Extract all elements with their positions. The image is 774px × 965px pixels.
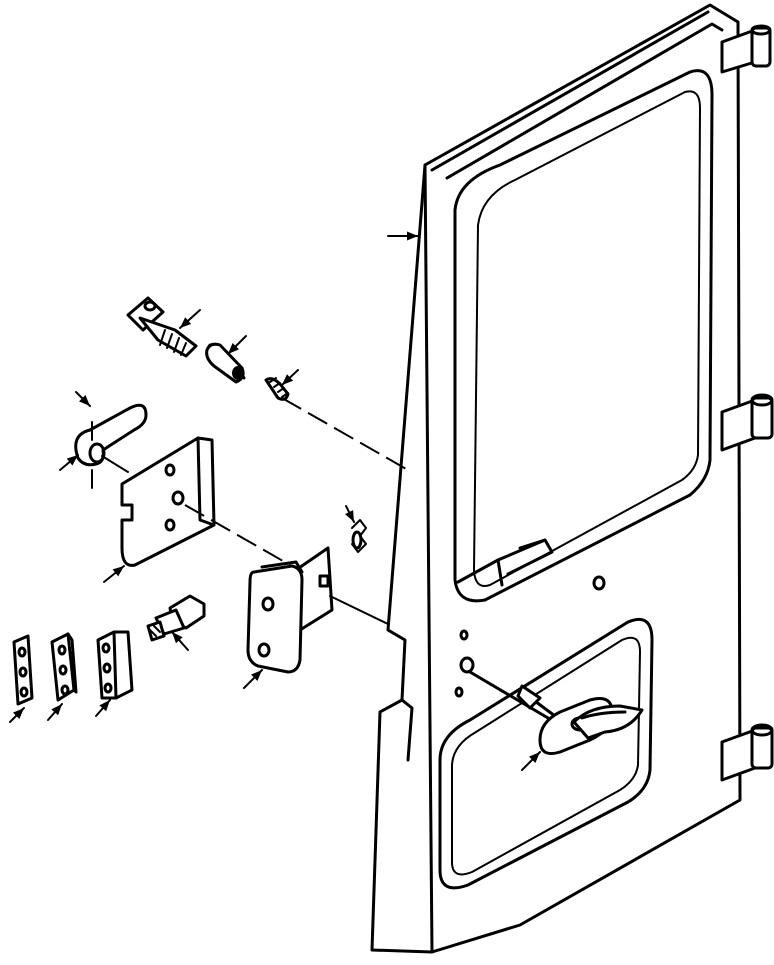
callout-arrow-latch-plate [103,565,125,583]
door-handle [468,670,644,755]
u-handle [74,403,148,489]
tension-spring [351,519,367,553]
door-holes [454,575,606,698]
assembly-line-handle [101,455,129,473]
callout-arrow-spring [281,369,299,386]
callout-arrow-shim-plate-medium [47,703,63,721]
shim-block-thick [96,630,134,700]
shoulder-bolt [146,594,206,642]
assembly-line-striker [329,595,389,625]
callout-arrow-tension-spring [345,505,355,523]
bushing [205,342,246,384]
callout-arrow-u-handle [59,454,79,471]
assembly-line-bolt [281,397,409,471]
callout-arrow-striker-block [243,669,263,689]
latch-bolt [126,296,198,358]
callout-arrow-shim-block-thick [95,699,111,717]
callout-arrow-shim-plate-thin [9,707,25,723]
callout-arrow-bushing [227,335,247,355]
assembly-line-plate [184,504,291,566]
shim-plate-thin [12,634,34,706]
callout-arrow-door-handle [521,751,541,771]
callout-arrow-u-handle-pin [75,391,91,407]
upper-hinge [720,24,772,74]
callout-arrow-shoulder-bolt [171,631,189,651]
shim-plate-medium [50,632,78,702]
callout-arrows [9,231,541,771]
window-glass [453,69,714,603]
lower-panel-recess [438,617,654,890]
latch-plate [120,436,216,567]
spring [264,377,290,401]
callout-arrow-latch-bolt [179,309,201,329]
striker-block [246,546,334,674]
lower-hinge [720,723,774,782]
callout-arrow-door-panel [387,231,419,241]
middle-hinge [720,393,774,452]
